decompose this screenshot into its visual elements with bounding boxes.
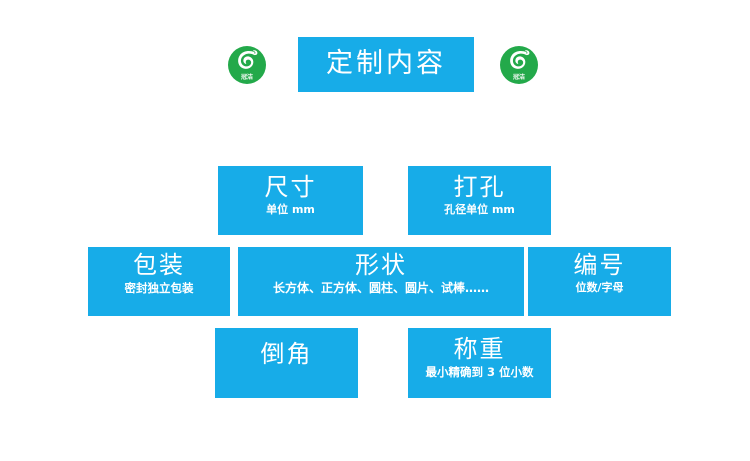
feature-title-packaging: 包装: [133, 251, 185, 279]
feature-card-number[interactable]: 编号 位数/字母: [528, 247, 671, 316]
feature-card-packaging[interactable]: 包装 密封独立包装: [88, 247, 230, 316]
feature-title-chamfer: 倒角: [260, 340, 313, 368]
feature-card-chamfer[interactable]: 倒角: [215, 328, 358, 398]
feature-card-size[interactable]: 尺寸 单位 mm: [218, 166, 363, 235]
brand-logo-text: 冠洁: [512, 74, 525, 81]
feature-subtitle-size: 单位 mm: [266, 203, 315, 217]
brand-logo-right: 冠洁: [500, 46, 538, 84]
brand-logo-left: 冠洁: [228, 46, 266, 84]
feature-subtitle-drill: 孔径单位 mm: [444, 203, 515, 217]
brand-logo-text: 冠洁: [240, 74, 253, 81]
feature-title-size: 尺寸: [264, 173, 317, 201]
page-title-banner: 定制内容: [298, 37, 474, 92]
feature-subtitle-weighing: 最小精确到 3 位小数: [425, 365, 534, 380]
feature-card-drill[interactable]: 打孔 孔径单位 mm: [408, 166, 551, 235]
feature-title-weighing: 称重: [453, 335, 506, 363]
feature-card-weighing[interactable]: 称重 最小精确到 3 位小数: [408, 328, 551, 398]
page-title: 定制内容: [326, 48, 446, 80]
feature-title-drill: 打孔: [453, 173, 506, 201]
feature-card-shape[interactable]: 形状 长方体、正方体、圆柱、圆片、试棒……: [238, 247, 524, 316]
brand-swoosh-icon: [510, 50, 530, 69]
feature-title-shape: 形状: [355, 251, 407, 279]
feature-subtitle-packaging: 密封独立包装: [124, 281, 194, 296]
brand-swoosh-icon: [238, 50, 258, 69]
feature-subtitle-number: 位数/字母: [575, 281, 624, 295]
feature-title-number: 编号: [573, 251, 626, 279]
feature-subtitle-shape: 长方体、正方体、圆柱、圆片、试棒……: [272, 281, 489, 296]
